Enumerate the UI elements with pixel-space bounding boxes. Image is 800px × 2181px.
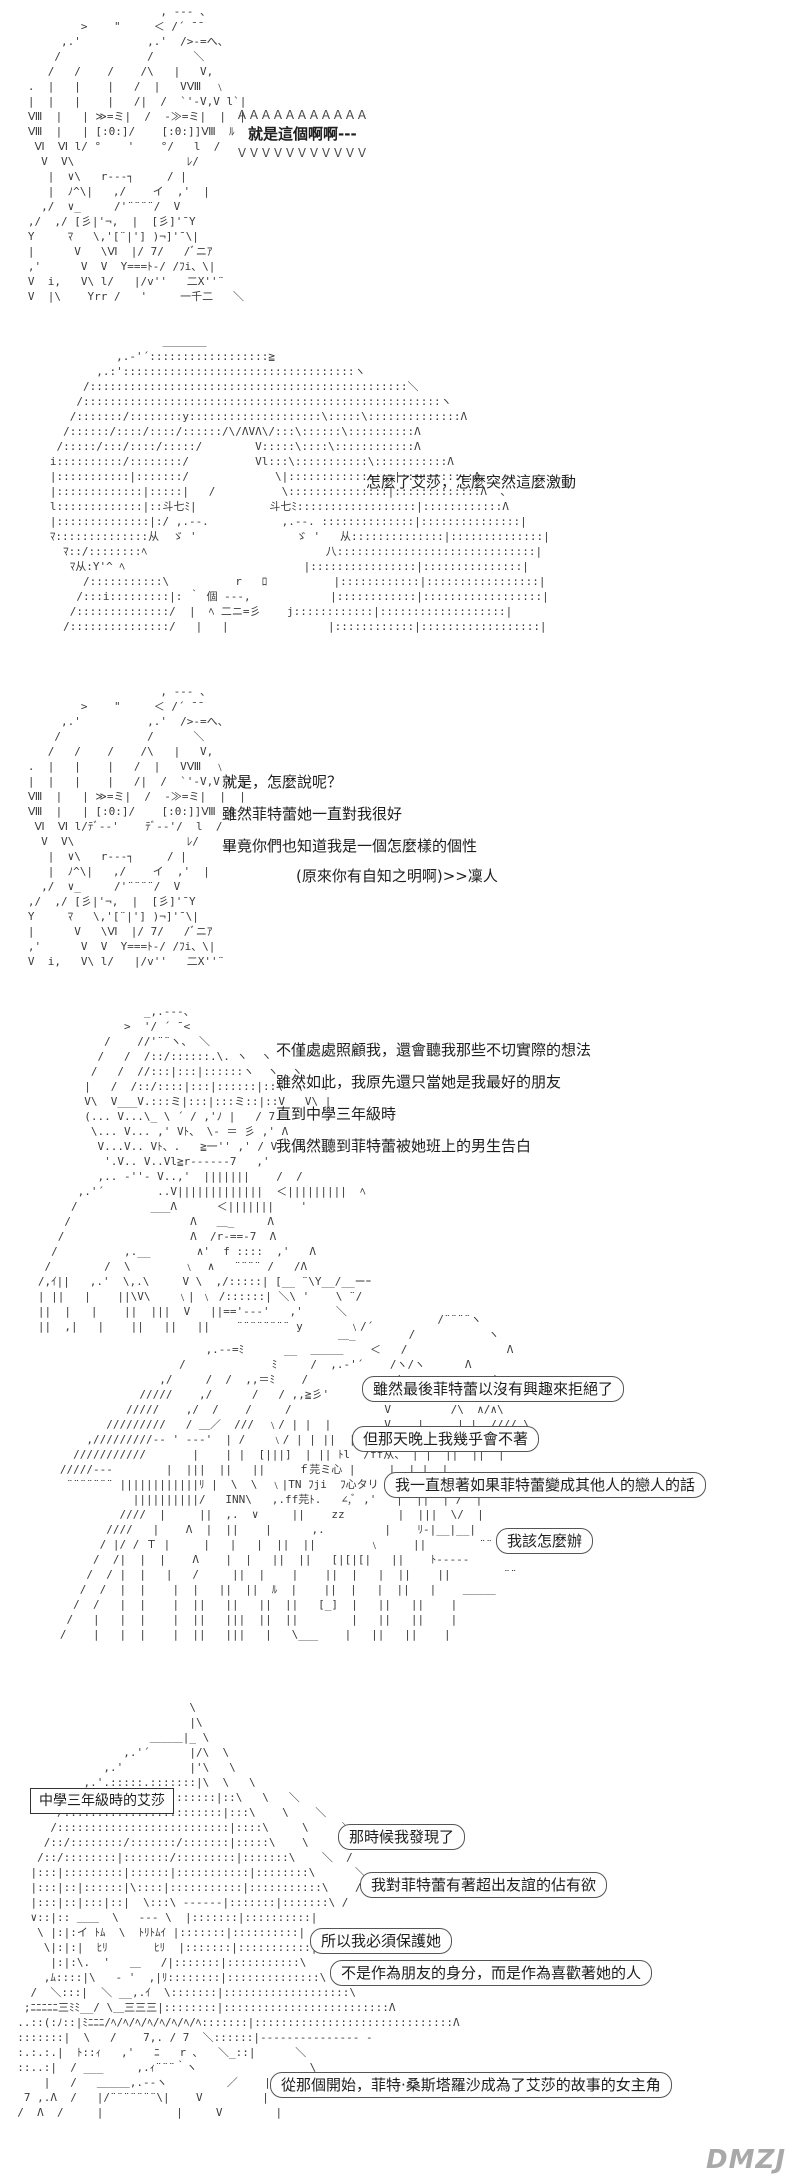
dialogue-line-3: 畢竟你們也知道我是一個怎麼樣的個性 [222, 837, 478, 855]
dialogue-line-1: 怎麼了艾莎，怎麼突然這麼激動 [366, 473, 577, 491]
narration-line-2: 雖然如此，我原先還只當她是我最好的朋友 [276, 1073, 562, 1091]
panel-4: _,.‐‐-、 > '/ ´ ̄ < / //'¨¨ヽ、 ＼ / / /::/:… [0, 1000, 800, 1333]
speech-bubble-3: 我一直想著如果菲特蕾變成其他人的戀人的話 [384, 1472, 707, 1498]
ascii-art-character: ＿＿＿＿ ,.‐'´::::::::::::::::::≧ ,.:'::::::… [49, 335, 550, 633]
ascii-art-character: , -‐- 、 > " ＜ /´ ̄ ̄ ,.' ,.' />‐=へ、 / / … [27, 685, 247, 968]
speech-bubble-4: 我該怎麼辦 [496, 1528, 594, 1554]
dialogue-line-2: 雖然菲特蕾她一直對我很好 [222, 805, 403, 823]
panel-1: , -‐- 、 > " ＜ /´ ̄ ̄ ,.' ,.' />‐=へ、 / / … [0, 0, 800, 303]
speech-bubble-4: 不是作為朋友的身分，而是作為喜歡著她的人 [330, 1960, 653, 1986]
spiky-bubble-bottom: ＶＶＶＶＶＶＶＶＶＶＶ [236, 146, 369, 160]
panel-3: , -‐- 、 > " ＜ /´ ̄ ̄ ,.' ,.' />‐=へ、 / / … [0, 680, 800, 980]
panel-5: /¨¨¨¨ヽ ＿_ / ヽ ,.-‐=ﾐ __ ＿＿＿ ＜ / Λ / ﾐ / … [0, 1310, 800, 1650]
panel-6: \ |\ ＿＿＿|_ \ ,.'´ |/\ \ ,.' |'\ \ ,.'.::… [0, 1700, 800, 2181]
speech-bubble-5: 從那個開始，菲特·桑斯塔羅沙成為了艾莎的故事的女主角 [270, 2072, 672, 2098]
dialogue-line-4: (原來你有自知之明啊)>>凜人 [296, 867, 498, 885]
speech-bubble-3: 所以我必須保護她 [310, 1928, 453, 1954]
spiky-bubble-top: ＡＡＡＡＡＡＡＡＡＡＡ [236, 108, 369, 122]
dialogue-line-1: 就是，怎麼說呢？ [222, 773, 343, 791]
site-watermark: DMZJ [706, 2145, 786, 2175]
ascii-art-character: , -‐- 、 > " ＜ /´ ̄ ̄ ,.' ,.' />‐=へ、 / / … [27, 5, 247, 303]
panel-2: ＿＿＿＿ ,.‐'´::::::::::::::::::≧ ,.:'::::::… [0, 330, 800, 660]
speech-bubble-2: 我對菲特蕾有著超出友誼的佔有欲 [360, 1872, 608, 1898]
ascii-art-character: _,.‐‐-、 > '/ ´ ̄ < / //'¨¨ヽ、 ＼ / / /::/:… [37, 1005, 374, 1333]
shout-text: 就是這個啊啊--- [248, 125, 357, 143]
ascii-art-young-character: \ |\ ＿＿＿|_ \ ,.'´ |/\ \ ,.' |'\ \ ,.'.::… [17, 1701, 460, 2119]
speech-bubble-1: 那時候我發現了 [338, 1824, 466, 1850]
caption-box: 中學三年級時的艾莎 [30, 1788, 174, 1814]
speech-bubble-1: 雖然最後菲特蕾以沒有興趣來拒絕了 [362, 1376, 625, 1402]
narration-line-1: 不僅處處照顧我，還會聽我那些不切實際的想法 [276, 1041, 592, 1059]
narration-line-3: 直到中學三年級時 [276, 1105, 397, 1123]
speech-bubble-2: 但那天晚上我幾乎會不著 [352, 1426, 540, 1452]
narration-line-4: 我偶然聽到菲特蕾被她班上的男生告白 [276, 1137, 532, 1155]
